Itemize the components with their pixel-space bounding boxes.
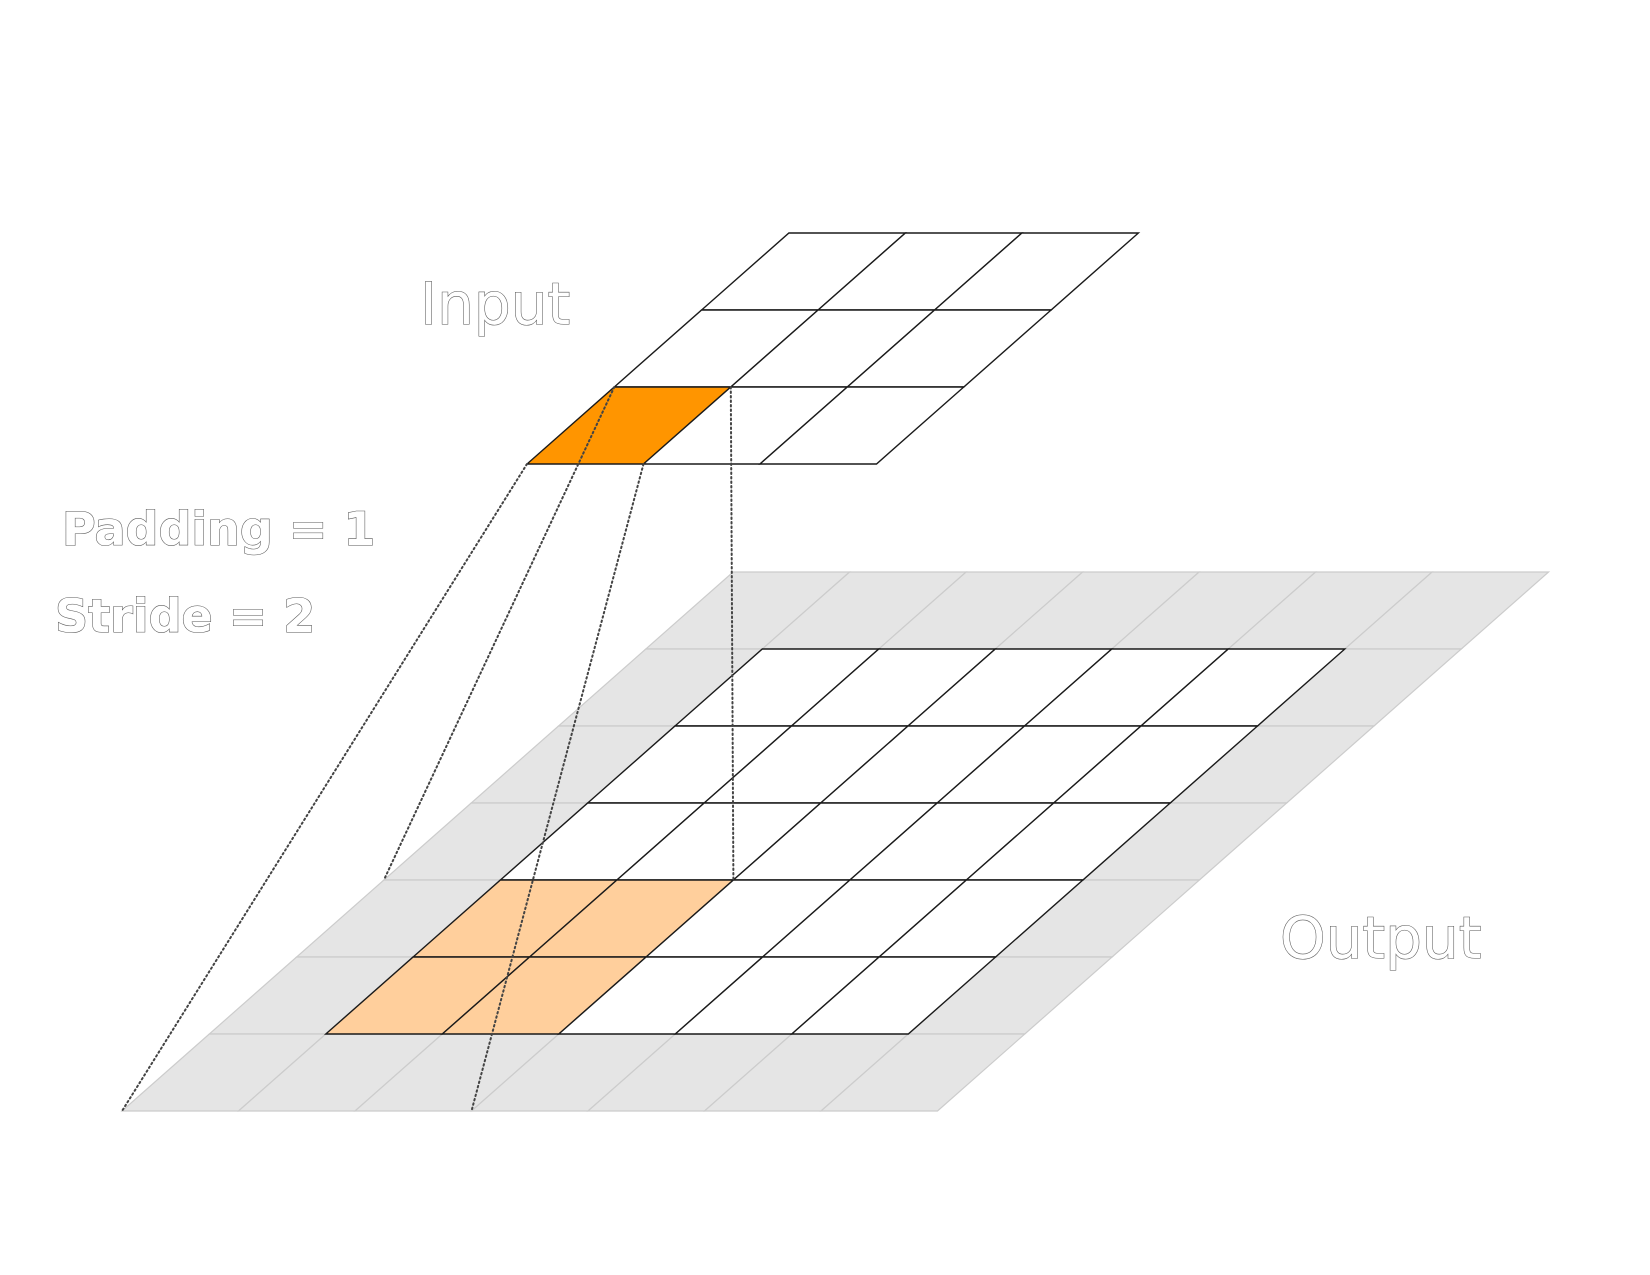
padding-cell xyxy=(819,1033,1027,1112)
projection-lines xyxy=(121,386,735,1112)
projection-line xyxy=(382,386,616,881)
output-cell xyxy=(789,956,998,1035)
projection-line xyxy=(470,463,645,1112)
input-label: Input xyxy=(420,270,570,338)
output-label: Output xyxy=(1280,904,1481,972)
projection-line xyxy=(729,386,735,881)
projection-line xyxy=(121,463,528,1112)
padding-label: Padding = 1 xyxy=(62,502,375,556)
output-grid xyxy=(323,648,1347,1035)
input-grid xyxy=(525,232,1141,465)
stride-label: Stride = 2 xyxy=(55,589,315,643)
input-cell xyxy=(758,386,966,465)
